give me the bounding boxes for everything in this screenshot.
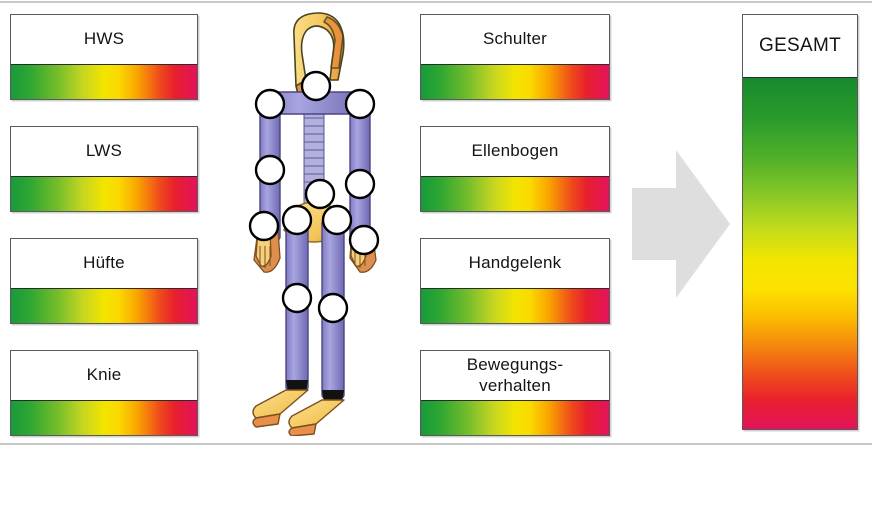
joint-marker-hip-left [281,204,313,236]
figure-feet [252,389,345,437]
human-body-figure [234,8,402,437]
risk-gradient-bar [11,64,197,99]
risk-gradient-bar [11,288,197,323]
figure-ankles [286,380,344,402]
assessment-card-bewegungsverhalten[interactable]: Bewegungs- verhalten [420,350,610,436]
risk-gradient-bar [421,400,609,435]
joint-marker-knee-right [317,292,349,324]
assessment-card-ellenbogen[interactable]: Ellenbogen [420,126,610,212]
assessment-card-huefte[interactable]: Hüfte [10,238,198,324]
joint-marker-shoulder-right [344,88,376,120]
risk-gradient-bar [421,176,609,211]
top-divider [0,1,872,3]
joint-marker-elbow-right [344,168,376,200]
assessment-card-handgelenk[interactable]: Handgelenk [420,238,610,324]
assessment-card-lws[interactable]: LWS [10,126,198,212]
joint-marker-wrist-right [348,224,380,256]
assessment-card-label: Knie [11,351,197,400]
joint-marker-group [248,70,380,324]
joint-marker-lumbar [304,178,336,210]
risk-gradient-bar [421,288,609,323]
total-score-label: GESAMT [743,15,857,77]
total-score-panel[interactable]: GESAMT [742,14,858,430]
assessment-card-label: HWS [11,15,197,64]
assessment-card-label: Bewegungs- verhalten [421,351,609,400]
assessment-card-label: Ellenbogen [421,127,609,176]
joint-marker-wrist-left [248,210,280,242]
assessment-card-label: Handgelenk [421,239,609,288]
joint-marker-neck [300,70,332,102]
assessment-card-label: Hüfte [11,239,197,288]
assessment-card-knie[interactable]: Knie [10,350,198,436]
joint-marker-knee-left [281,282,313,314]
joint-marker-elbow-left [254,154,286,186]
assessment-card-label: LWS [11,127,197,176]
assessment-card-schulter[interactable]: Schulter [420,14,610,100]
assessment-card-label: Schulter [421,15,609,64]
risk-gradient-bar [421,64,609,99]
arrow-right-icon [632,150,730,298]
assessment-card-hws[interactable]: HWS [10,14,198,100]
risk-gradient-bar [11,176,197,211]
bottom-divider [0,443,872,445]
joint-marker-shoulder-left [254,88,286,120]
joint-marker-hip-right [321,204,353,236]
total-risk-gradient-bar [743,77,857,429]
risk-gradient-bar [11,400,197,435]
